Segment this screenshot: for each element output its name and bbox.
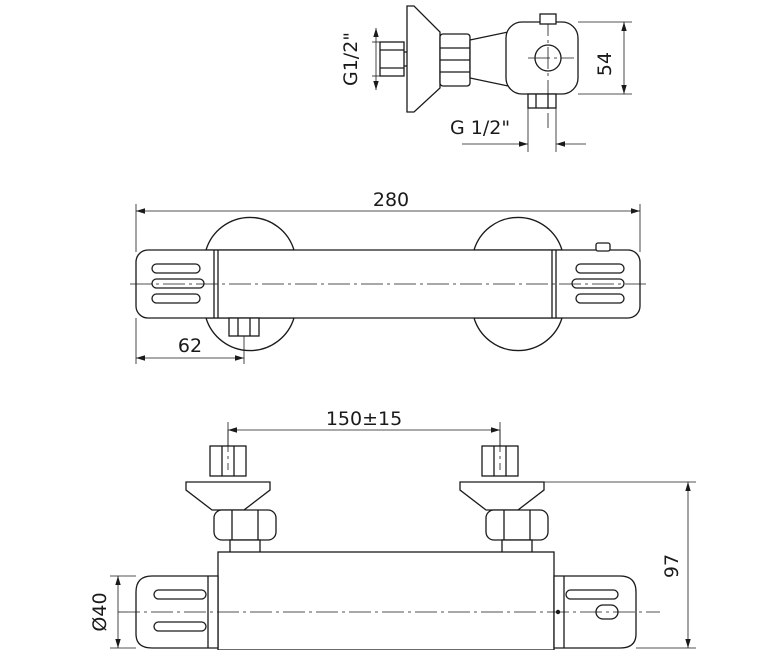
dim-side-outlet-thread: G 1/2" bbox=[450, 117, 510, 139]
top-flange-right-upper bbox=[473, 216, 563, 251]
front-hex-nut-left bbox=[213, 509, 277, 541]
dim-front-height: 97 bbox=[661, 554, 683, 578]
dim-side-height: 54 bbox=[594, 52, 616, 76]
top-view: 280 62 bbox=[130, 189, 646, 364]
front-view: 150±15 97 Ø40 bbox=[89, 408, 696, 651]
dim-side-inlet-thread: G1/2" bbox=[340, 32, 362, 86]
front-body bbox=[217, 551, 555, 651]
side-view: G1/2" 54 G 1/2" bbox=[340, 5, 632, 152]
top-outlet bbox=[228, 317, 260, 337]
side-wall-flange bbox=[406, 5, 441, 113]
front-hex-nut-right bbox=[485, 509, 549, 541]
dim-top-length: 280 bbox=[373, 189, 409, 211]
front-flange-right bbox=[459, 481, 545, 511]
dim-top-outlet-offset: 62 bbox=[178, 335, 202, 357]
side-arm bbox=[469, 31, 509, 87]
dim-front-center-distance: 150±15 bbox=[326, 408, 402, 430]
dim-front-body-diameter: Ø40 bbox=[89, 592, 111, 631]
top-flange-left-upper bbox=[205, 216, 295, 251]
side-inlet-nut bbox=[379, 41, 405, 77]
top-safety-button bbox=[595, 242, 611, 252]
top-flange-right-lower bbox=[473, 317, 563, 352]
side-top-cap bbox=[539, 13, 557, 25]
front-flange-left bbox=[185, 481, 271, 511]
side-outlet-nut bbox=[527, 93, 557, 109]
